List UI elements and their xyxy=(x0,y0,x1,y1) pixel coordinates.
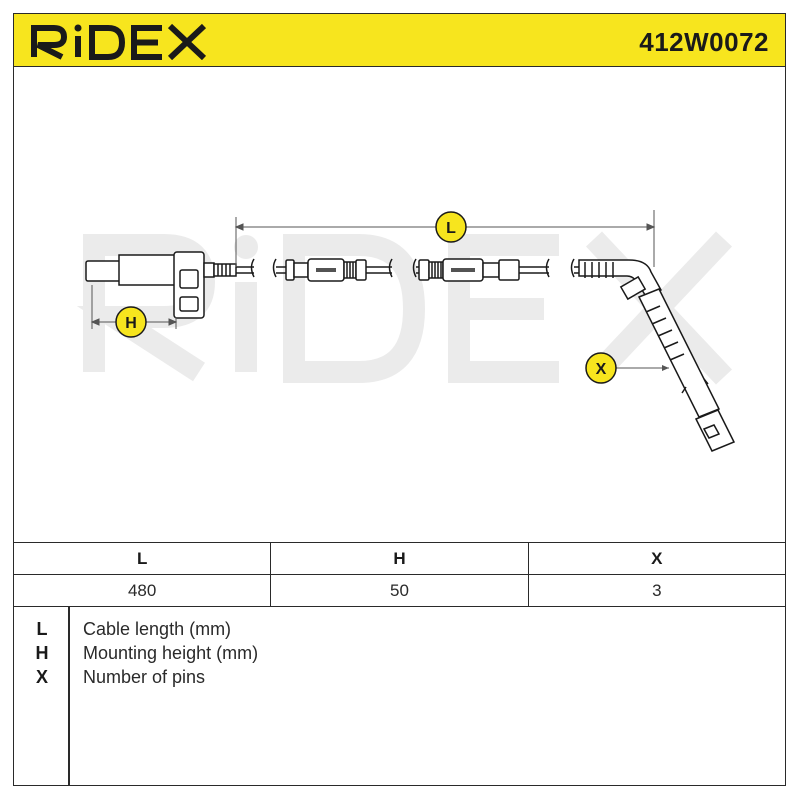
legend-row: H Mounting height (mm) xyxy=(14,643,785,667)
legend-description: Number of pins xyxy=(83,667,206,687)
spec-header-X: X xyxy=(527,542,787,575)
spec-header-row: L H X xyxy=(12,542,787,575)
grommet-2 xyxy=(418,258,520,282)
spec-value-H: 50 xyxy=(270,574,529,607)
legend-key: L xyxy=(36,619,48,639)
part-number: 412W0072 xyxy=(639,27,769,57)
legend-description: Cable length (mm) xyxy=(83,619,232,639)
spec-header-L: L xyxy=(12,542,272,575)
legend-row: X Number of pins xyxy=(14,667,785,691)
label-L: L xyxy=(446,220,456,237)
sensor-body xyxy=(118,254,178,286)
label-H: H xyxy=(125,315,137,332)
label-X: X xyxy=(596,361,607,378)
marker-L xyxy=(435,211,467,243)
sensor-tip xyxy=(85,260,123,282)
brand-logo xyxy=(28,22,208,65)
spec-value-X: 3 xyxy=(527,574,787,607)
connector xyxy=(578,259,736,452)
legend-description: Mounting height (mm) xyxy=(83,643,259,663)
legend: L Cable length (mm) H Mounting height (m… xyxy=(13,607,786,786)
cable xyxy=(236,258,579,278)
legend-divider xyxy=(68,607,70,785)
spec-value-row: 480 50 3 xyxy=(12,574,787,607)
spec-table: L H X 480 50 3 xyxy=(12,542,787,607)
spec-value-L: 480 xyxy=(12,574,272,607)
legend-key: H xyxy=(35,643,49,663)
marker-H xyxy=(115,306,147,338)
spec-header-H: H xyxy=(270,542,529,575)
legend-key: X xyxy=(35,667,48,687)
grommet-1 xyxy=(285,258,367,282)
legend-row: L Cable length (mm) xyxy=(14,619,785,643)
marker-X xyxy=(585,352,617,384)
sensor-drawing: L H X xyxy=(14,67,785,542)
header-bar: 412W0072 xyxy=(13,13,786,67)
